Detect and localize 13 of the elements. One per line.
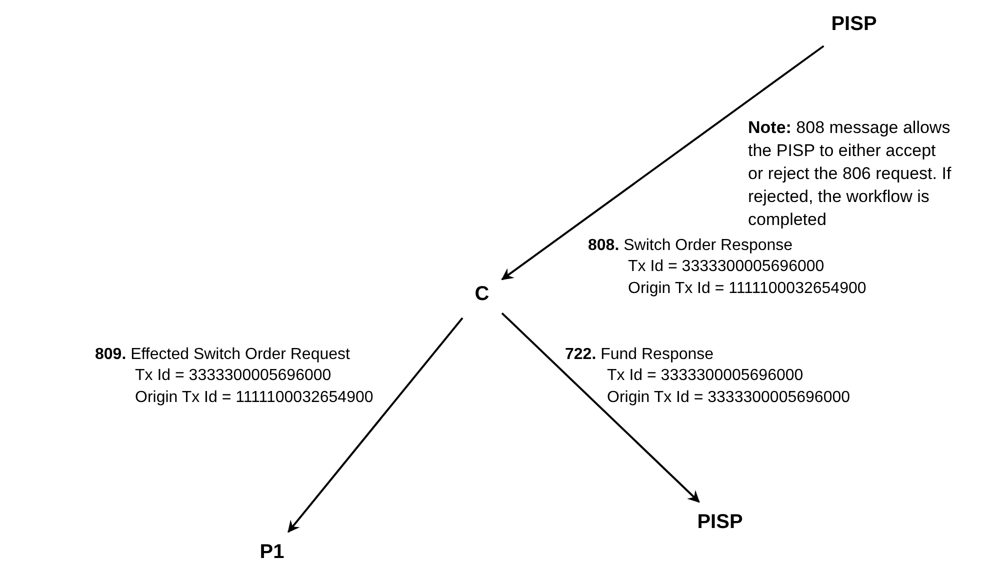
edge-label: 808. Switch Order Response	[588, 236, 793, 256]
node-label: PISP	[697, 510, 743, 534]
arrow	[288, 317, 464, 533]
origin-tx-id-text: Origin Tx Id = 3333300005696000	[607, 388, 850, 408]
arrow	[501, 45, 824, 280]
edge-label: 722. Fund Response	[565, 345, 714, 365]
node-label: PISP	[831, 12, 877, 36]
node-label: C	[474, 282, 490, 306]
edge-label: 809. Effected Switch Order Request	[95, 345, 350, 365]
node-label: P1	[260, 540, 284, 564]
arrow	[501, 312, 700, 503]
origin-tx-id-text: Origin Tx Id = 1111100032654900	[135, 388, 374, 408]
origin-tx-id-text: Origin Tx Id = 1111100032654900	[628, 279, 866, 299]
